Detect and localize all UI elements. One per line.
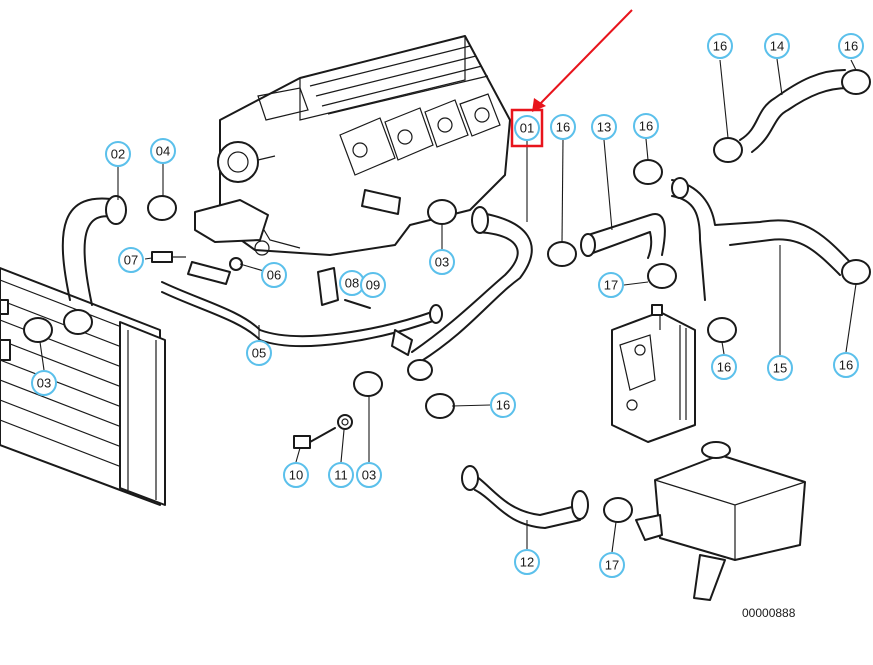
callout-label: 16 — [713, 39, 727, 54]
callouts: 01 02 03 03 03 04 05 06 07 08 09 10 11 1… — [31, 33, 864, 578]
callout-16-b: 16 — [838, 33, 864, 59]
callout-03-radiator: 03 — [31, 370, 57, 396]
callout-label: 10 — [289, 468, 303, 483]
diagram-id: 00000888 — [742, 606, 796, 620]
callout-label: 17 — [604, 278, 618, 293]
callout-16-d: 16 — [633, 113, 659, 139]
callout-17-a: 17 — [598, 272, 624, 298]
callout-label: 16 — [839, 358, 853, 373]
callout-label: 03 — [435, 255, 449, 270]
callout-label: 03 — [37, 376, 51, 391]
callout-01: 01 — [514, 115, 540, 141]
callout-16-c: 16 — [550, 114, 576, 140]
callout-label: 06 — [267, 268, 281, 283]
hose-15 — [671, 179, 851, 301]
callout-15: 15 — [767, 355, 793, 381]
callout-label: 15 — [773, 361, 787, 376]
callout-11: 11 — [328, 462, 354, 488]
hose-13 — [584, 213, 666, 259]
fasteners — [151, 251, 371, 449]
hose-01 — [411, 211, 533, 363]
callout-05: 05 — [246, 340, 272, 366]
callout-label: 05 — [252, 346, 266, 361]
callout-label: 07 — [124, 253, 138, 268]
callout-label: 13 — [597, 120, 611, 135]
callout-label: 16 — [496, 398, 510, 413]
expansion-tank — [635, 441, 806, 601]
callout-17-b: 17 — [599, 552, 625, 578]
callout-label: 09 — [366, 278, 380, 293]
callout-label: 17 — [605, 558, 619, 573]
callout-label: 16 — [844, 39, 858, 54]
callout-label: 01 — [520, 121, 534, 136]
callout-07: 07 — [118, 247, 144, 273]
callout-label: 04 — [156, 144, 170, 159]
callout-label: 02 — [111, 147, 125, 162]
callout-02: 02 — [105, 141, 131, 167]
callout-12: 12 — [514, 549, 540, 575]
highlight-box — [510, 108, 544, 148]
callout-label: 14 — [770, 39, 784, 54]
callout-16-g: 16 — [490, 392, 516, 418]
callout-label: 08 — [345, 276, 359, 291]
callout-16-e: 16 — [711, 354, 737, 380]
callout-label: 11 — [334, 468, 348, 483]
callout-label: 16 — [717, 360, 731, 375]
hose-12 — [464, 469, 581, 529]
callout-06: 06 — [261, 262, 287, 288]
leader-lines — [39, 58, 857, 553]
callout-label: 12 — [520, 555, 534, 570]
hose-clamps — [23, 69, 871, 523]
callout-03-lower: 03 — [356, 462, 382, 488]
callout-13: 13 — [591, 114, 617, 140]
callout-10: 10 — [283, 462, 309, 488]
callout-16-f: 16 — [833, 352, 859, 378]
callout-14: 14 — [764, 33, 790, 59]
engine-block — [194, 35, 511, 256]
radiator — [0, 267, 166, 506]
callout-03-upper: 03 — [429, 249, 455, 275]
callout-label: 16 — [556, 120, 570, 135]
callout-16-a: 16 — [707, 33, 733, 59]
callout-label: 16 — [639, 119, 653, 134]
heater-valve — [611, 304, 696, 443]
callout-04: 04 — [150, 138, 176, 164]
hose-14 — [739, 69, 849, 153]
callout-09: 09 — [360, 272, 386, 298]
highlight-arrow — [532, 9, 633, 112]
callout-label: 03 — [362, 468, 376, 483]
